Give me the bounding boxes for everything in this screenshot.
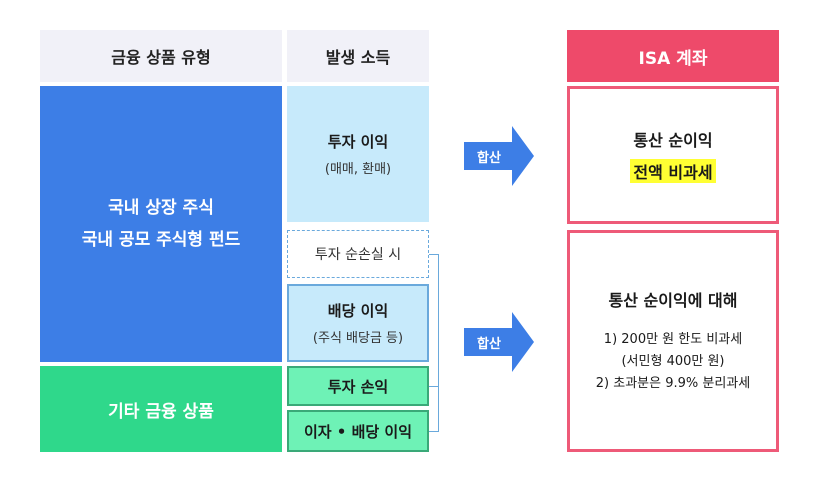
- connector-line-mid: [429, 386, 439, 387]
- income-trading-gain-label: 투자 이익: [327, 133, 389, 151]
- income-dividend-label: 배당 이익: [327, 302, 389, 320]
- connector-line-top: [429, 254, 439, 255]
- income-interest-dividend-label: 이자 • 배당 이익: [303, 422, 413, 441]
- isa-taxation-line1: 1) 200만 원 한도 비과세: [603, 332, 743, 347]
- header-isa: ISA 계좌: [567, 30, 779, 82]
- header-product-type-label: 금융 상품 유형: [111, 48, 211, 67]
- income-net-loss-box: 투자 순손실 시: [287, 230, 429, 278]
- isa-taxation-line2: (서민형 400만 원): [621, 354, 725, 369]
- product-other-block: 기타 금융 상품: [40, 366, 282, 452]
- income-dividend-sub: (주식 배당금 등): [312, 331, 404, 346]
- arrow-sum-bottom-label: 합산: [477, 336, 501, 352]
- isa-taxation-title: 통산 순이익에 대해: [608, 291, 738, 310]
- isa-tax-free-box: 통산 순이익 전액 비과세: [567, 86, 779, 224]
- header-income-label: 발생 소득: [325, 48, 391, 67]
- income-trading-gain-sub: (매매, 환매): [324, 162, 392, 177]
- income-invest-pl-label: 투자 손익: [327, 377, 389, 396]
- income-dividend-box: 배당 이익 (주식 배당금 등): [287, 284, 429, 362]
- header-isa-label: ISA 계좌: [638, 48, 708, 69]
- isa-tax-free-title: 통산 순이익: [633, 131, 713, 150]
- arrow-right-icon: [464, 126, 534, 186]
- isa-taxation-box: 통산 순이익에 대해 1) 200만 원 한도 비과세 (서민형 400만 원)…: [567, 230, 779, 452]
- income-interest-dividend-box: 이자 • 배당 이익: [287, 410, 429, 452]
- header-income: 발생 소득: [287, 30, 429, 82]
- product-domestic-line1: 국내 상장 주식: [108, 198, 214, 218]
- income-net-loss-label: 투자 순손실 시: [314, 247, 402, 263]
- arrow-sum-bottom: 합산: [464, 312, 534, 372]
- product-other-label: 기타 금융 상품: [108, 401, 214, 422]
- arrow-sum-top: 합산: [464, 126, 534, 186]
- connector-line-bottom: [429, 431, 439, 432]
- isa-tax-free-highlight: 전액 비과세: [630, 159, 716, 183]
- product-domestic-block: 국내 상장 주식 국내 공모 주식형 펀드: [40, 86, 282, 362]
- arrow-right-icon: [464, 312, 534, 372]
- isa-taxation-line3: 2) 초과분은 9.9% 분리과세: [595, 376, 751, 391]
- product-domestic-line2: 국내 공모 주식형 펀드: [81, 230, 241, 250]
- arrow-sum-top-label: 합산: [477, 150, 501, 166]
- header-product-type: 금융 상품 유형: [40, 30, 282, 82]
- income-trading-gain-box: 투자 이익 (매매, 환매): [287, 86, 429, 222]
- connector-line-vertical: [438, 254, 439, 432]
- income-invest-pl-box: 투자 손익: [287, 366, 429, 406]
